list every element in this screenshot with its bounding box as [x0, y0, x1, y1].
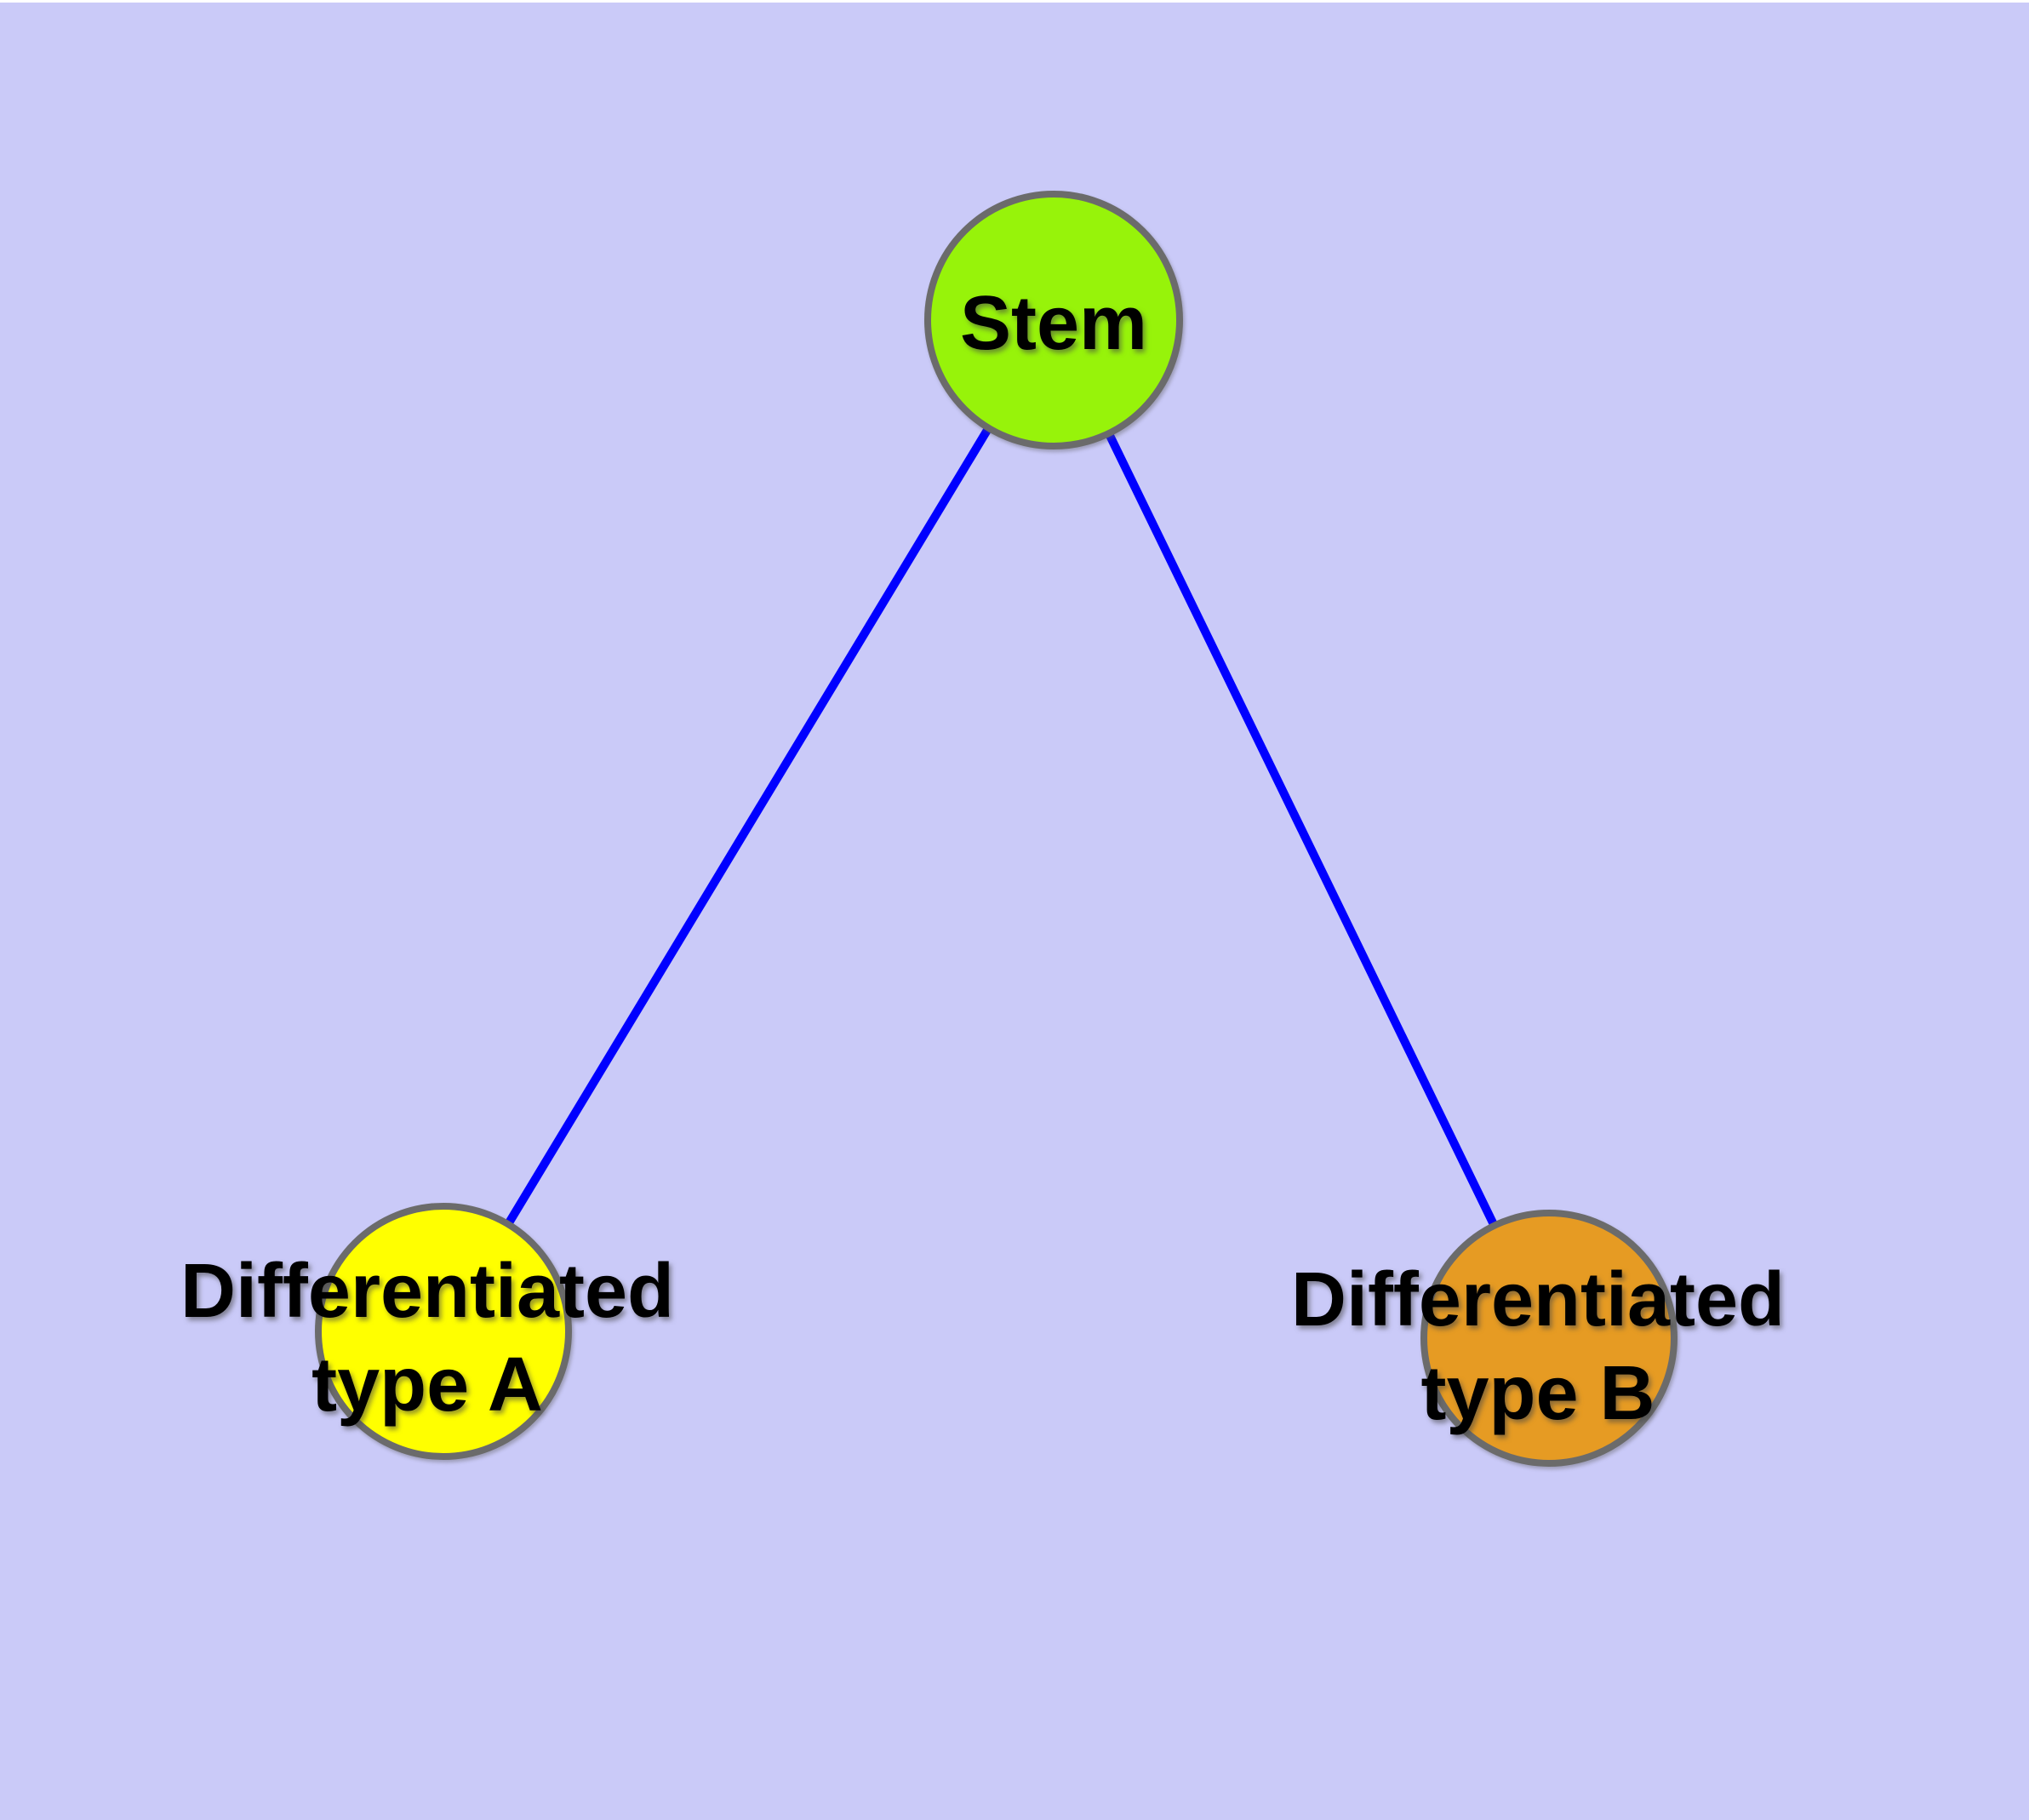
edge-stem-to-differentiated-type-b	[1049, 318, 1553, 1341]
edges-layer	[439, 318, 1553, 1341]
node-differentiated-type-a	[315, 1203, 572, 1460]
edge-stem-to-differentiated-type-a	[439, 318, 1058, 1334]
node-label-differentiated-type-b-line-1: Differentiated	[1291, 1257, 1785, 1342]
node-label-differentiated-type-a-line-1: Differentiated	[180, 1249, 674, 1334]
nodes-layer	[315, 191, 1677, 1467]
node-stem	[924, 191, 1183, 449]
node-differentiated-type-b	[1420, 1210, 1677, 1467]
node-label-differentiated-type-b-line-2: type B	[1420, 1351, 1655, 1436]
node-label-stem-line-1: Stem	[960, 281, 1147, 366]
node-label-differentiated-type-a-line-2: type A	[311, 1342, 543, 1428]
top-margin-strip	[0, 0, 2029, 3]
